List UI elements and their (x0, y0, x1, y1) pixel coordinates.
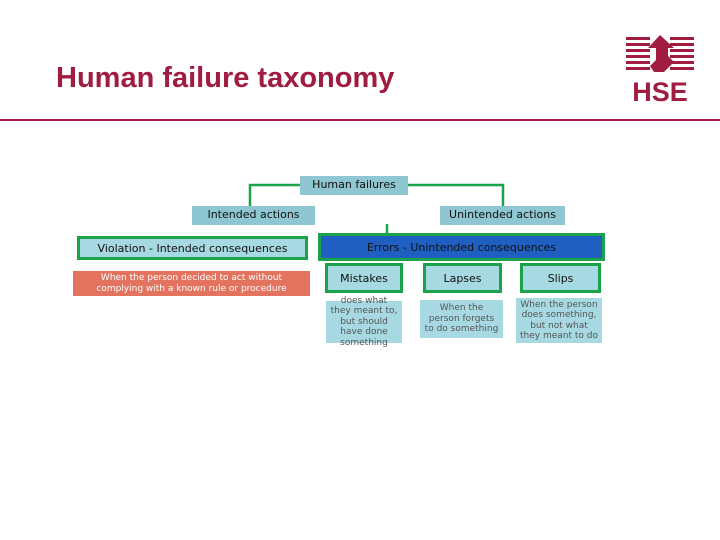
connector-root-intended (248, 183, 300, 207)
node-human-failures: Human failures (300, 176, 408, 195)
node-errors: Errors - Unintended consequences (318, 233, 605, 261)
node-slips: Slips (520, 263, 601, 293)
node-mistakes-label: Mistakes (328, 266, 400, 290)
node-mistakes: Mistakes (325, 263, 403, 293)
node-lapses-label: Lapses (426, 266, 499, 290)
node-violation-label: Violation - Intended consequences (80, 239, 305, 257)
connector-root-unintended (408, 183, 505, 207)
violation-description: When the person decided to act without c… (73, 271, 310, 296)
node-unintended-actions: Unintended actions (440, 206, 565, 225)
node-intended-actions: Intended actions (192, 206, 315, 225)
slips-description: When the person does something, but not … (516, 298, 602, 343)
hse-emblem-icon (626, 34, 694, 72)
page-title: Human failure taxonomy (56, 62, 395, 94)
hse-logo-text: HSE (632, 77, 688, 104)
lapses-description: When the person forgets to do something (420, 300, 503, 338)
title-divider (0, 119, 720, 121)
node-lapses: Lapses (423, 263, 502, 293)
node-errors-label: Errors - Unintended consequences (321, 236, 602, 258)
node-violation: Violation - Intended consequences (77, 236, 308, 260)
mistakes-description: does what they meant to, but should have… (326, 296, 402, 348)
node-slips-label: Slips (523, 266, 598, 290)
hse-logo: HSE (626, 34, 694, 104)
